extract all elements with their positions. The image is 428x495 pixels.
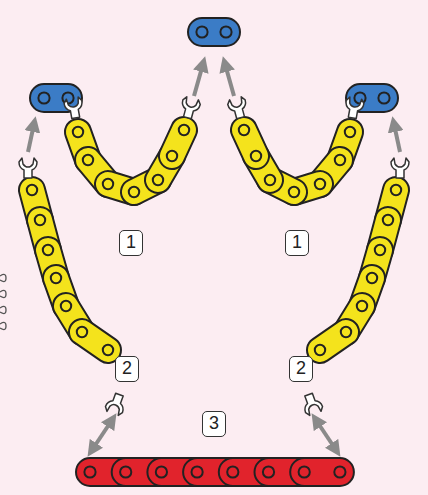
link-pin <box>334 466 345 477</box>
link-pin <box>103 345 113 355</box>
callout-number: 1 <box>119 230 143 256</box>
link-pin <box>27 185 37 195</box>
chain-clip <box>300 392 324 417</box>
link-pin <box>335 155 345 165</box>
link-pin <box>289 187 299 197</box>
link-pin <box>357 301 367 311</box>
chain-clip <box>227 96 250 120</box>
callout-number: 2 <box>289 356 313 382</box>
callout-number: 1 <box>285 230 309 256</box>
link-pin <box>265 175 275 185</box>
yellow-chain <box>61 113 201 210</box>
link-pin <box>391 185 401 195</box>
chain-clip <box>179 96 202 120</box>
link-pin <box>51 273 61 283</box>
link-pin <box>73 127 83 137</box>
callout-number: 3 <box>202 411 226 437</box>
link-pin <box>315 345 325 355</box>
chain-link <box>188 18 240 46</box>
link-pin <box>61 301 71 311</box>
link-pin <box>227 466 238 477</box>
link-pin <box>383 215 393 225</box>
link-pin <box>378 92 389 103</box>
edge-squiggle <box>0 274 6 329</box>
link-pin <box>179 125 189 135</box>
callout-number: 2 <box>115 356 139 382</box>
blue-link <box>188 18 240 46</box>
link-pin <box>43 245 53 255</box>
chain-clip <box>343 97 364 120</box>
link-pin <box>167 151 177 161</box>
chain-link <box>290 458 354 486</box>
link-pin <box>375 245 385 255</box>
chain-clip <box>104 392 128 417</box>
yellow-chain <box>302 174 412 368</box>
link-pin <box>220 26 231 37</box>
link-pin <box>83 155 93 165</box>
red-chain <box>76 458 354 486</box>
chain-clip <box>63 97 84 120</box>
link-pin <box>38 92 49 103</box>
link-pin <box>120 466 131 477</box>
link-pin <box>103 179 113 189</box>
link-pin <box>299 466 310 477</box>
link-pin <box>129 187 139 197</box>
link-pin <box>196 26 207 37</box>
link-pin <box>77 327 87 337</box>
yellow-chain <box>16 174 126 368</box>
link-pin <box>251 151 261 161</box>
chain-link <box>155 113 202 174</box>
link-pin <box>84 466 95 477</box>
yellow-chain <box>227 113 367 210</box>
link-pin <box>239 125 249 135</box>
link-pin <box>345 127 355 137</box>
link-pin <box>341 327 351 337</box>
link-pin <box>153 175 163 185</box>
chain-link <box>227 113 274 174</box>
chain-clip <box>19 158 37 178</box>
link-pin <box>192 466 203 477</box>
assembly-arrows <box>28 64 400 450</box>
link-pin <box>35 215 45 225</box>
link-pin <box>367 273 377 283</box>
link-pin <box>315 179 325 189</box>
chain-clip <box>391 158 409 178</box>
link-pin <box>156 466 167 477</box>
link-pin <box>263 466 274 477</box>
